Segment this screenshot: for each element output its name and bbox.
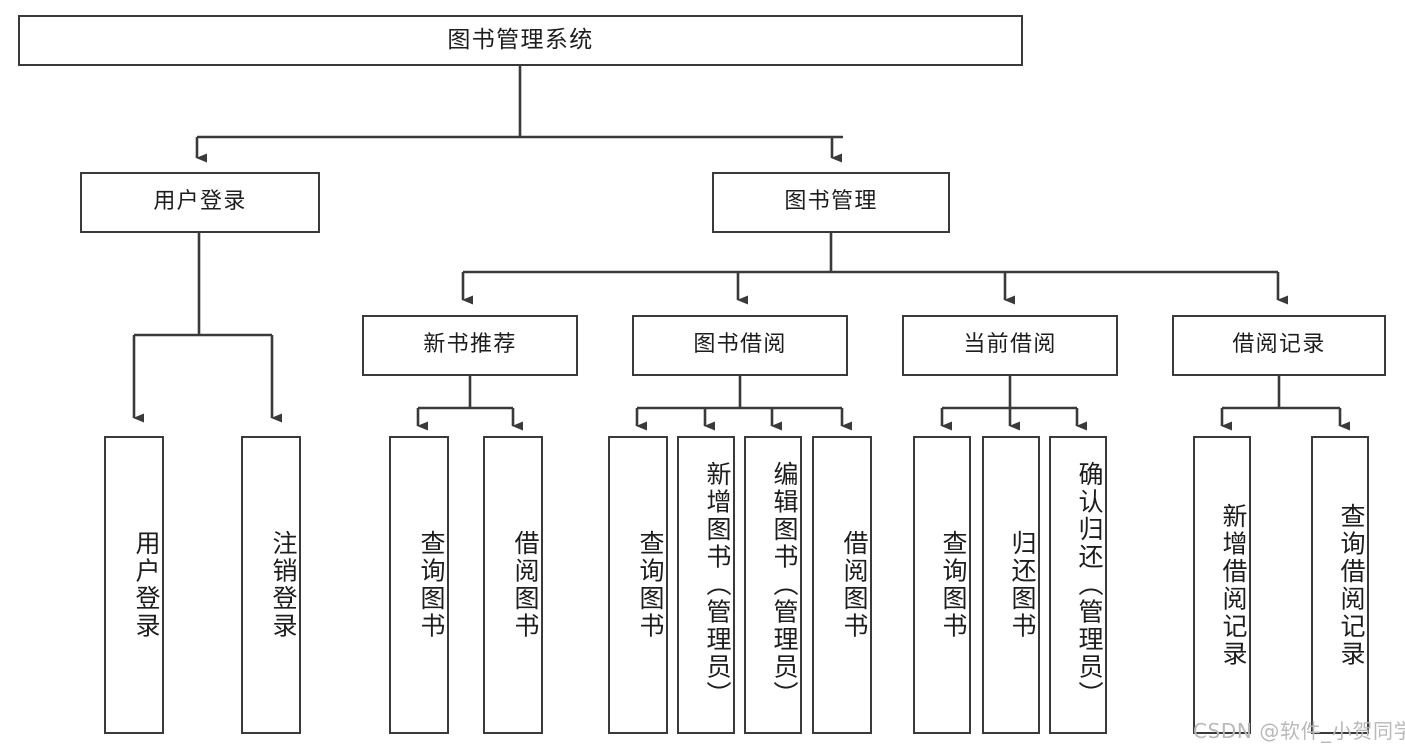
node-book-management[interactable]: 图书管理 xyxy=(712,172,950,233)
node-root-system[interactable]: 图书管理系统 xyxy=(18,15,1023,66)
node-label: 注销登录 xyxy=(269,530,298,640)
leaf-new-book-query[interactable]: 查询图书 xyxy=(389,436,449,734)
node-borrow-records[interactable]: 借阅记录 xyxy=(1172,315,1386,376)
leaf-book-borrow-add[interactable]: 新增图书（管理员） xyxy=(677,436,735,734)
node-label: 借阅图书 xyxy=(511,530,540,640)
node-label: 查询图书 xyxy=(417,530,446,640)
node-label: 用户登录 xyxy=(153,189,247,215)
node-user-login[interactable]: 用户登录 xyxy=(80,172,320,233)
leaf-user-login-logout[interactable]: 注销登录 xyxy=(241,436,301,734)
leaf-borrow-records-add[interactable]: 新增借阅记录 xyxy=(1193,436,1251,734)
node-label: 图书借阅 xyxy=(693,332,787,358)
node-label: 查询图书 xyxy=(939,530,968,640)
node-label: 编辑图书（管理员） xyxy=(770,461,799,709)
node-label: 查询借阅记录 xyxy=(1337,502,1366,668)
csdn-watermark: CSDN @软件_小贺同学 xyxy=(1193,719,1405,743)
node-label: 借阅记录 xyxy=(1232,332,1326,358)
node-book-borrow[interactable]: 图书借阅 xyxy=(632,315,848,376)
leaf-current-borrow-return[interactable]: 归还图书 xyxy=(982,436,1040,734)
node-current-borrow[interactable]: 当前借阅 xyxy=(902,315,1118,376)
node-label: 当前借阅 xyxy=(963,332,1057,358)
node-label: 图书管理 xyxy=(784,189,878,215)
leaf-book-borrow-edit[interactable]: 编辑图书（管理员） xyxy=(744,436,802,734)
node-label: 归还图书 xyxy=(1008,530,1037,640)
leaf-user-login-login[interactable]: 用户登录 xyxy=(104,436,164,734)
node-label: 用户登录 xyxy=(132,530,161,640)
node-new-book-recommend[interactable]: 新书推荐 xyxy=(362,315,578,376)
node-label: 查询图书 xyxy=(636,530,665,640)
leaf-book-borrow-query[interactable]: 查询图书 xyxy=(608,436,668,734)
node-label: 借阅图书 xyxy=(840,530,869,640)
leaf-borrow-records-query[interactable]: 查询借阅记录 xyxy=(1311,436,1369,734)
node-label: 新增借阅记录 xyxy=(1219,502,1248,668)
node-label: 新书推荐 xyxy=(423,332,517,358)
node-label: 新增图书（管理员） xyxy=(703,461,732,709)
node-label: 确认归还（管理员） xyxy=(1075,461,1104,709)
leaf-new-book-borrow[interactable]: 借阅图书 xyxy=(483,436,543,734)
leaf-book-borrow-borrow[interactable]: 借阅图书 xyxy=(812,436,872,734)
leaf-current-borrow-query[interactable]: 查询图书 xyxy=(913,436,971,734)
node-label: 图书管理系统 xyxy=(447,26,594,53)
leaf-current-borrow-confirm-return[interactable]: 确认归还（管理员） xyxy=(1049,436,1107,734)
